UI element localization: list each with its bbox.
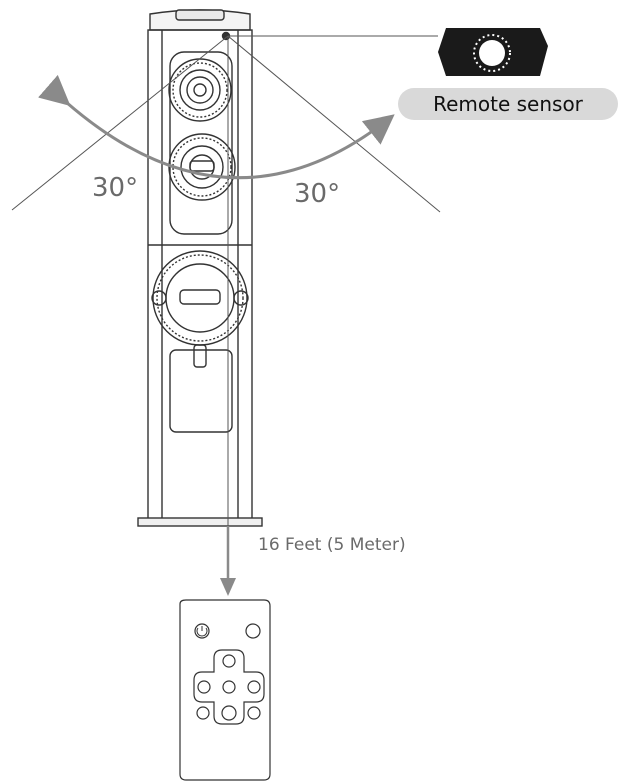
sensor-label: Remote sensor	[433, 92, 584, 116]
distance-label: 16 Feet (5 Meter)	[258, 535, 406, 555]
remote-control	[179, 599, 271, 781]
up-button	[222, 654, 236, 668]
sensor-burst-icon	[473, 34, 511, 72]
distance-indicator: 16 Feet (5 Meter)	[220, 526, 406, 596]
center-button	[222, 680, 236, 694]
angle-arc-arrow	[38, 74, 395, 180]
bottom-center-button	[221, 705, 237, 721]
left-button	[197, 680, 211, 694]
woofer-driver	[151, 250, 249, 368]
power-icon	[194, 623, 210, 639]
tweeter-driver	[168, 58, 232, 122]
right-button	[247, 680, 261, 694]
bottom-right-button	[247, 706, 261, 720]
mute-icon	[245, 623, 261, 639]
sensor-cone	[11, 35, 441, 560]
angle-right-label: 30°	[294, 179, 340, 209]
angle-left-label: 30°	[92, 173, 138, 203]
remote-sensor-callout: Remote sensor	[398, 28, 618, 120]
dpad-frame	[193, 649, 265, 725]
sensor-pill	[398, 88, 618, 120]
midrange-driver	[168, 133, 236, 201]
down-arrow-icon	[220, 578, 236, 596]
tower-speaker	[137, 9, 263, 527]
bottom-left-button	[196, 706, 210, 720]
